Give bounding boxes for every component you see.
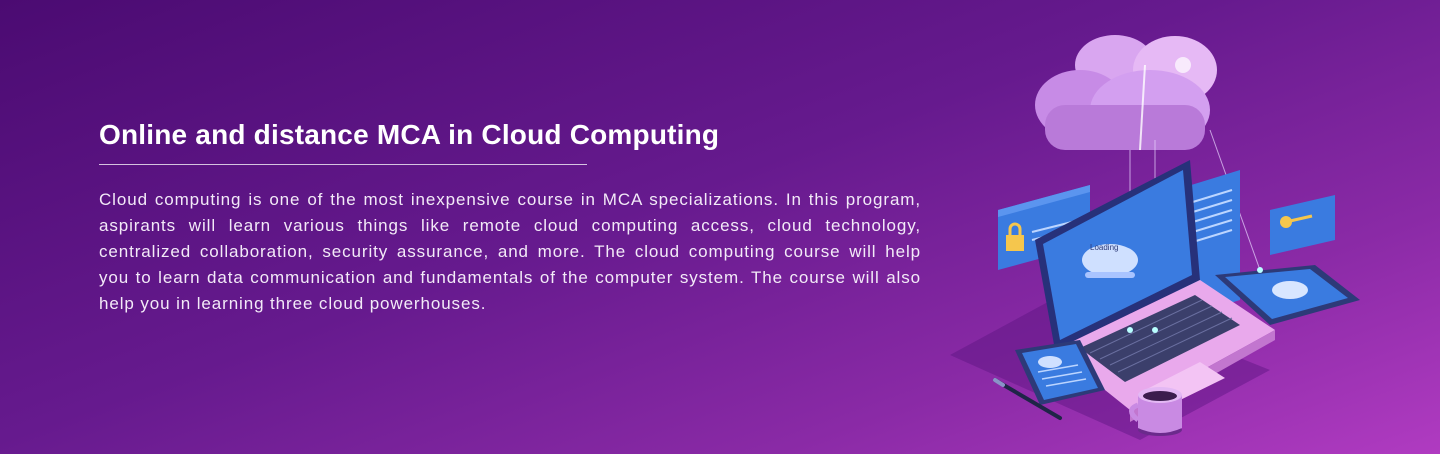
pen-icon bbox=[993, 378, 1062, 420]
phone-icon bbox=[1015, 340, 1105, 405]
title-divider bbox=[99, 164, 587, 165]
laptop-icon: Loading bbox=[1035, 160, 1275, 422]
tablet-icon bbox=[1215, 265, 1360, 325]
key-window bbox=[1270, 195, 1335, 255]
section-description: Cloud computing is one of the most inexp… bbox=[99, 190, 921, 313]
cloud-icon bbox=[1035, 35, 1217, 151]
laptop-screen-text: Loading bbox=[1090, 243, 1118, 252]
section-title: Online and distance MCA in Cloud Computi… bbox=[99, 119, 720, 150]
key-icon bbox=[1280, 214, 1313, 228]
lock-icon bbox=[1006, 222, 1024, 251]
cloud-computing-illustration: Loading bbox=[950, 35, 1360, 440]
coffee-mug-icon bbox=[1129, 387, 1182, 436]
course-info: Online and distance MCA in Cloud Computi… bbox=[99, 116, 921, 317]
